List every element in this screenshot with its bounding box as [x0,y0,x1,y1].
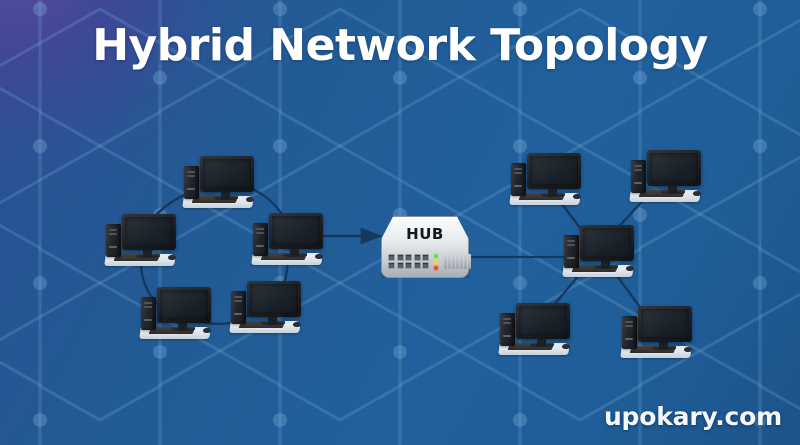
pc-tower [511,163,526,196]
monitor [269,213,323,249]
hub-port-bank [388,253,429,270]
pc-tower [631,160,646,193]
led-green-icon [434,253,438,258]
screen [125,217,173,247]
pc-tower [231,291,246,324]
monitor [157,287,211,323]
pc-tower [141,297,156,330]
monitor-stand [178,321,187,330]
hub-port[interactable] [405,253,412,261]
star-pc-bottom-left[interactable] [497,303,571,355]
screen [250,284,298,314]
mouse [573,194,581,199]
hub-port[interactable] [422,262,429,270]
network-hub[interactable]: HUB [381,216,471,278]
pc-tower [106,224,121,257]
pc-tower [500,313,515,346]
hub-label: HUB [406,225,444,243]
pc-tower [622,316,637,349]
screen [160,290,208,320]
hub-port[interactable] [413,253,421,261]
screen [203,159,251,189]
mouse [626,266,634,271]
pc-tower [253,223,268,256]
screen [641,309,689,339]
ring-pc-top[interactable] [181,156,255,208]
mouse [246,197,254,202]
monitor-stand [143,248,152,257]
star-pc-top-right[interactable] [628,150,702,202]
mouse [168,255,176,260]
monitor-stand [268,315,277,324]
ring-pc-bottom-right[interactable] [228,281,302,333]
monitor [247,281,301,317]
ring-pc-bottom-left[interactable] [138,287,212,339]
monitor-stand [548,187,557,196]
monitor [200,156,254,192]
monitor-stand [537,337,546,346]
mouse [293,322,301,327]
mouse [315,254,323,259]
led-red-icon [434,265,438,270]
hub-vents [444,254,471,269]
hub-status-leds [434,253,438,270]
led-yellow-icon [434,259,438,264]
monitor-stand [290,247,299,256]
monitor [527,153,581,189]
mouse [203,328,211,333]
hub-port[interactable] [413,262,421,270]
mouse [562,344,570,349]
hub-port[interactable] [388,253,395,261]
ring-pc-left[interactable] [103,214,177,266]
pc-tower [564,235,579,268]
star-pc-center[interactable] [561,225,635,277]
mouse [693,191,701,196]
hub-port[interactable] [388,262,395,270]
ring-pc-right[interactable] [250,213,324,265]
page-title: Hybrid Network Topology [92,20,708,71]
monitor-stand [668,184,677,193]
monitor-stand [601,259,610,268]
hub-front-panel [385,252,471,271]
star-pc-bottom-right[interactable] [619,306,693,358]
screen [530,156,578,186]
monitor-stand [659,340,668,349]
monitor [580,225,634,261]
monitor [516,303,570,339]
screen [583,228,631,258]
monitor [647,150,701,186]
hub-port[interactable] [405,262,412,270]
screen [519,306,567,336]
hub-port[interactable] [396,253,404,261]
screen [272,216,320,246]
hub-port[interactable] [396,262,404,270]
site-watermark: upokary.com [603,402,782,431]
star-pc-top-left[interactable] [508,153,582,205]
screen [650,153,698,183]
monitor [638,306,692,342]
pc-tower [184,166,199,199]
monitor [122,214,176,250]
hub-port[interactable] [422,253,429,261]
monitor-stand [221,190,230,199]
mouse [684,347,692,352]
